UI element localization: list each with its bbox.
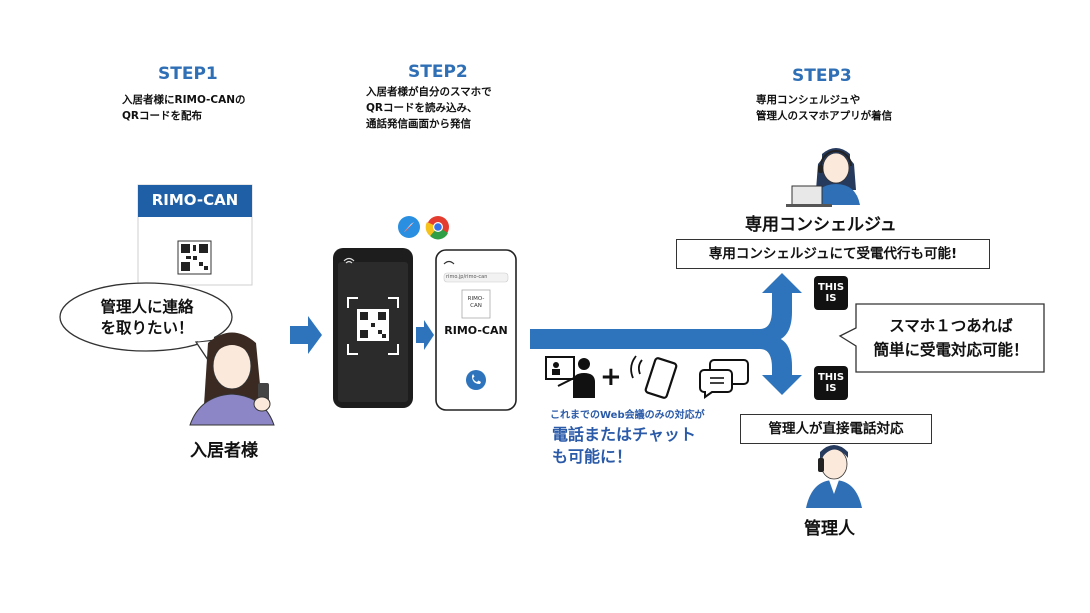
badge-line: IS — [825, 293, 837, 304]
wifi-icon — [443, 260, 455, 265]
callout-box — [838, 303, 1045, 373]
phone-app-name: RIMO-CAN — [444, 324, 508, 337]
poster-brand-label: RIMO-CAN — [151, 191, 239, 209]
poster-qr-icon — [177, 240, 212, 275]
step2-title: STEP2 — [408, 62, 468, 82]
chat-bubbles-icon — [699, 359, 749, 399]
web-meeting-icon — [545, 356, 595, 398]
step1-desc-line: QRコードを配布 — [122, 110, 203, 122]
features-line1: これまでのWeb会議のみの対応が — [550, 410, 705, 421]
logo-line: CAN — [470, 303, 482, 309]
step1-desc: 入居者様にRIMO-CANの QRコードを配布 — [122, 92, 246, 124]
concierge-note: 専用コンシェルジュにて受電代行も可能! — [676, 239, 990, 269]
manager-note: 管理人が直接電話対応 — [740, 414, 932, 444]
step1-title: STEP1 — [158, 64, 218, 84]
phone-app-logo: RIMO- CAN — [462, 296, 490, 310]
resident-label: 入居者様 — [190, 441, 258, 461]
phone-browser — [435, 249, 517, 411]
step3-desc-line: 専用コンシェルジュや — [756, 94, 861, 106]
fork-arrow — [530, 273, 802, 395]
phone-camera — [333, 248, 413, 408]
phone-url-bar: rimo.jp/rimo-can — [446, 274, 488, 280]
concierge-operator-icon — [786, 148, 860, 207]
qr-scan-frame — [347, 297, 399, 355]
safari-icon — [398, 216, 420, 238]
step2-desc-line: QRコードを読み込み、 — [366, 102, 478, 114]
step3-title: STEP3 — [792, 66, 852, 86]
arrow-right-1 — [290, 316, 322, 354]
this-is-badge-top: THIS IS — [814, 276, 848, 310]
callout-line: スマホ１つあれば — [889, 317, 1013, 335]
speech-line: 管理人に連絡 — [100, 298, 194, 316]
this-is-badge-bottom: THIS IS — [814, 366, 848, 400]
speech-line: を取りたい！ — [100, 319, 194, 337]
step1-desc-line: 入居者様にRIMO-CANの — [122, 94, 246, 106]
manager-phone-icon — [806, 445, 862, 508]
logo-line: RIMO- — [467, 296, 485, 302]
rimo-can-poster — [137, 184, 253, 286]
features-line2: 電話またはチャット — [552, 425, 696, 444]
step2-desc-line: 入居者様が自分のスマホで — [366, 86, 492, 98]
callout-text: スマホ１つあれば 簡単に受電対応可能！ — [858, 314, 1044, 362]
smartphone-signal-icon — [630, 355, 678, 399]
badge-line: THIS — [817, 372, 845, 383]
manager-label: 管理人 — [804, 519, 855, 539]
badge-line: IS — [825, 383, 837, 394]
wifi-icon — [343, 257, 355, 264]
step2-desc-line: 通話発信画面から発信 — [366, 118, 471, 130]
callout-line: 簡単に受電対応可能！ — [873, 341, 1029, 359]
concierge-label: 専用コンシェルジュ — [745, 215, 897, 235]
step3-desc: 専用コンシェルジュや 管理人のスマホアプリが着信 — [756, 92, 892, 124]
arrow-right-2 — [416, 320, 434, 350]
features-line3: も可能に！ — [552, 447, 633, 466]
plus-sign: + — [600, 362, 622, 392]
call-button-icon — [466, 370, 486, 390]
step3-desc-line: 管理人のスマホアプリが着信 — [756, 110, 893, 122]
chrome-icon — [425, 216, 449, 240]
resident-speech-text: 管理人に連絡 を取りたい！ — [72, 297, 222, 339]
badge-line: THIS — [817, 282, 845, 293]
step2-desc: 入居者様が自分のスマホで QRコードを読み込み、 通話発信画面から発信 — [366, 84, 492, 132]
resident-woman-icon — [189, 332, 275, 426]
